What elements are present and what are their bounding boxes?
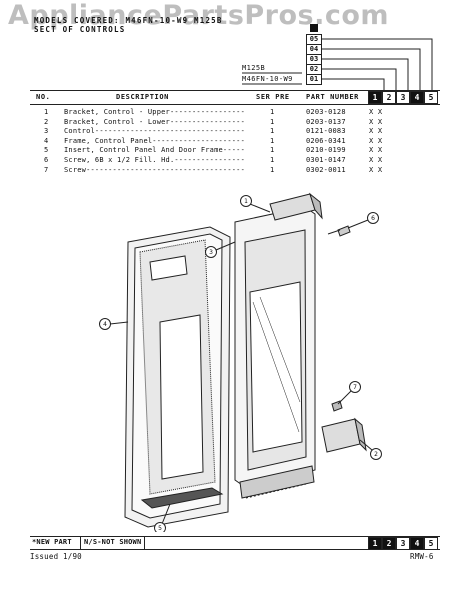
row-no: 6	[44, 156, 49, 164]
footer-col-box-2: 2	[382, 537, 396, 550]
row-model-marks: X X	[369, 136, 383, 145]
row-part-number: 0203-0137	[306, 117, 346, 126]
col-box-1: 1	[368, 91, 382, 104]
row-model-marks: X X	[369, 127, 383, 136]
issued-date: Issued 1/90	[30, 552, 82, 561]
row-description: Frame, Control Panel--------------------…	[64, 136, 245, 145]
col-box-5: 5	[424, 91, 438, 104]
row-description: Bracket, Control - Lower----------------…	[64, 117, 245, 126]
footer-col-box-4: 4	[410, 537, 424, 550]
callout-5: 5	[158, 525, 162, 532]
row-model-marks: X X	[369, 156, 383, 164]
row-no: 1	[44, 108, 49, 116]
col-header-part-number: PART NUMBER	[306, 93, 359, 101]
row-part-number: 0206-0341	[306, 136, 346, 145]
row-no: 2	[44, 117, 49, 126]
models-covered-line: MODELS COVERED: M46FN-10-W9 M125B	[34, 16, 223, 25]
footer-col-box-3: 3	[396, 537, 410, 550]
callout-3: 3	[209, 249, 213, 256]
callout-labels	[99, 195, 382, 532]
col-header-no: NO.	[36, 93, 51, 101]
row-part-number: 0302-0011	[306, 165, 346, 174]
col-box-4: 4	[410, 91, 424, 104]
row-ser-pre: 1	[270, 127, 275, 136]
row-model-marks: X X	[369, 117, 383, 126]
row-ser-pre: 1	[270, 165, 275, 174]
callout-7: 7	[353, 384, 357, 391]
row-ser-pre: 1	[270, 156, 275, 164]
page-code: RMW-6	[410, 552, 434, 561]
parts-sheet: MODELS COVERED: M46FN-10-W9 M125B SECT O…	[30, 12, 440, 572]
row-description: Control---------------------------------…	[64, 127, 245, 136]
row-ser-pre: 1	[270, 136, 275, 145]
section-title: SECT OF CONTROLS	[34, 25, 126, 34]
row-model-marks: X X	[369, 108, 383, 116]
footer-col-box-5: 5	[424, 537, 438, 550]
callout-2: 2	[374, 451, 378, 458]
callout-6: 6	[371, 215, 375, 222]
indicator-marker	[310, 24, 318, 32]
row-model-marks: X X	[369, 146, 383, 155]
model-name-m46fn: M46FN-10-W9	[242, 75, 293, 83]
row-description: Bracket, Control - Upper----------------…	[64, 108, 245, 116]
callout-4: 4	[103, 321, 107, 328]
not-shown-legend: N/S-NOT SHOWN	[84, 538, 142, 546]
footer-col-box-1: 1	[368, 537, 382, 550]
model-connector-lines	[242, 38, 433, 90]
col-header-ser-pre: SER PRE	[256, 93, 290, 101]
row-description: Screw-----------------------------------…	[64, 165, 245, 174]
row-part-number: 0210-0199	[306, 146, 346, 155]
row-model-marks: X X	[369, 165, 383, 174]
row-ser-pre: 1	[270, 146, 275, 155]
row-ser-pre: 1	[270, 117, 275, 126]
new-part-legend: *NEW PART	[32, 538, 72, 546]
col-box-2: 2	[382, 91, 396, 104]
exploded-parts-diagram: 1 6 3 4 7 2 5	[99, 192, 382, 532]
row-description: Insert, Control Panel And Door Frame----…	[64, 146, 245, 155]
row-part-number: 0203-0128	[306, 108, 346, 116]
row-no: 5	[44, 146, 49, 155]
row-no: 7	[44, 165, 49, 174]
row-part-number: 0121-0083	[306, 127, 346, 136]
model-name-m125b: M125B	[242, 64, 266, 72]
row-no: 4	[44, 136, 49, 145]
row-description: Screw, 6B x 1/2 Fill. Hd.---------------…	[64, 156, 245, 164]
row-no: 3	[44, 127, 49, 136]
col-header-description: DESCRIPTION	[116, 93, 169, 101]
col-box-3: 3	[396, 91, 410, 104]
callout-1: 1	[244, 198, 248, 205]
row-part-number: 0301-0147	[306, 156, 346, 164]
row-ser-pre: 1	[270, 108, 275, 116]
